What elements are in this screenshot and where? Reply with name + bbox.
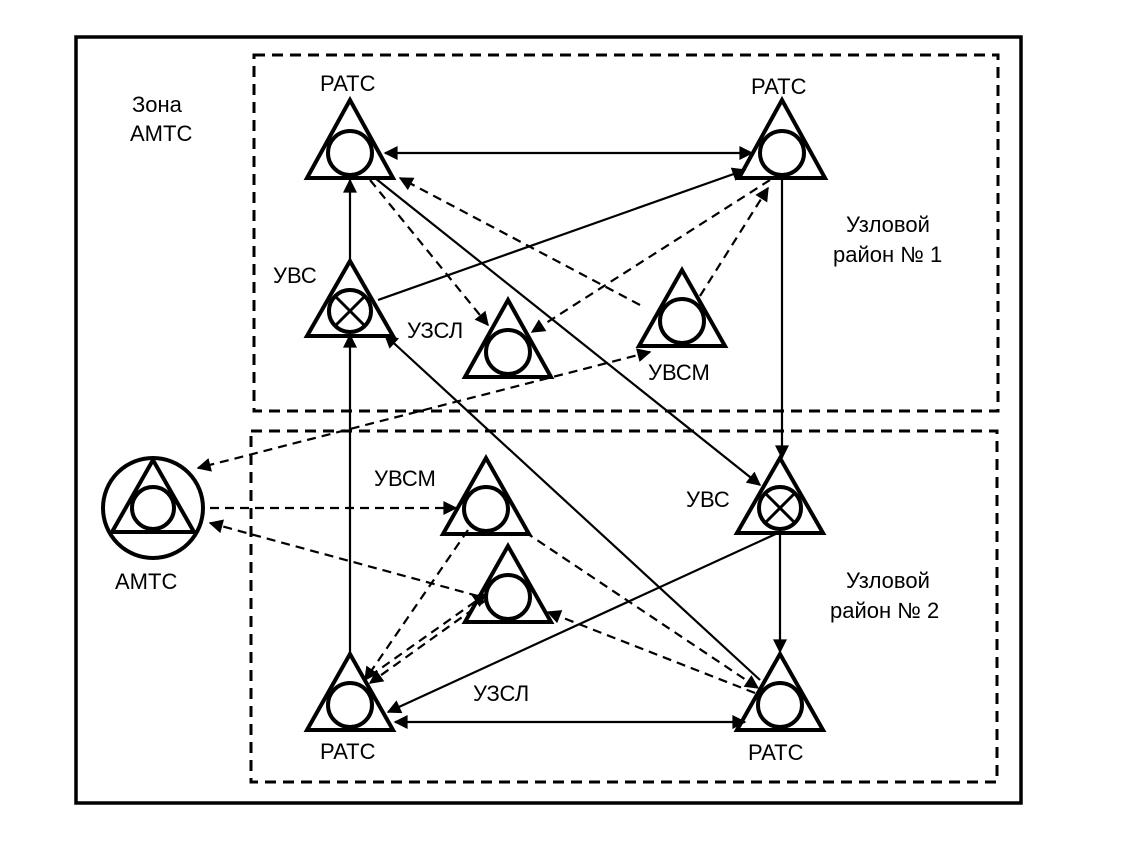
rats-top-right-label: РАТС — [751, 74, 807, 99]
node-uvs-2 — [733, 453, 827, 535]
outer-frame — [74, 35, 1023, 805]
dlink-rats-tl-uzsl1 — [369, 179, 489, 327]
uvs-1-label: УВС — [273, 263, 317, 288]
district-1-label-line2: район № 1 — [833, 242, 942, 267]
node-amts — [101, 455, 205, 560]
uzsl-2-label: УЗСЛ — [473, 681, 529, 706]
rats-top-left-label: РАТС — [320, 71, 376, 96]
dlink-uvsm2-rats-br — [524, 531, 760, 689]
node-uzsl-1 — [461, 295, 555, 379]
dlink-uvsm2-rats-bl — [364, 529, 469, 682]
link-uvs2-rats-bl — [386, 531, 781, 714]
link-rats-tl-uvs2 — [374, 177, 762, 486]
uvsm-1-label: УВСМ — [648, 360, 710, 385]
dlink-uvsm1-rats-tl — [398, 177, 641, 306]
dlink-uzsl2-rats-bl — [368, 599, 487, 684]
dlink-uvsm1-amts — [196, 348, 652, 472]
dlink-uzsl2-amts — [208, 519, 479, 598]
uvs-2-label: УВС — [686, 487, 730, 512]
dlink-uvsm1-rats-tr — [699, 186, 769, 297]
dlink-rats-tr-uzsl1 — [530, 179, 771, 333]
zone-amts-label-line1: Зона — [132, 92, 183, 117]
amts-label: АМТС — [115, 569, 177, 594]
district-2-label-line1: Узловой — [846, 568, 930, 593]
node-rats-bottom-right — [733, 649, 827, 732]
uvsm-2-label: УВСМ — [374, 466, 436, 491]
node-uvsm-1 — [635, 265, 729, 348]
node-uvsm-2 — [439, 453, 533, 536]
node-rats-top-left — [303, 95, 397, 180]
rats-bottom-left-label: РАТС — [320, 739, 376, 764]
zone-amts-label-line2: АМТС — [130, 121, 192, 146]
dlink-rats-br-uzsl2 — [546, 610, 756, 695]
district-2-boundary — [249, 429, 999, 784]
link-uvs1-rats-tr — [377, 167, 747, 302]
district-1-label-line1: Узловой — [846, 212, 930, 237]
dlink-rats-bl-uzsl2 — [369, 593, 488, 677]
node-uvs-1 — [303, 256, 397, 338]
node-uzsl-2 — [461, 541, 555, 624]
connections — [196, 146, 789, 729]
rats-bottom-right-label: РАТС — [748, 740, 804, 765]
district-2-label-line2: район № 2 — [830, 598, 939, 623]
node-rats-bottom-left — [303, 649, 397, 732]
node-rats-top-right — [735, 95, 829, 180]
uzsl-1-label: УЗСЛ — [407, 318, 463, 343]
district-1-boundary — [252, 53, 1000, 413]
